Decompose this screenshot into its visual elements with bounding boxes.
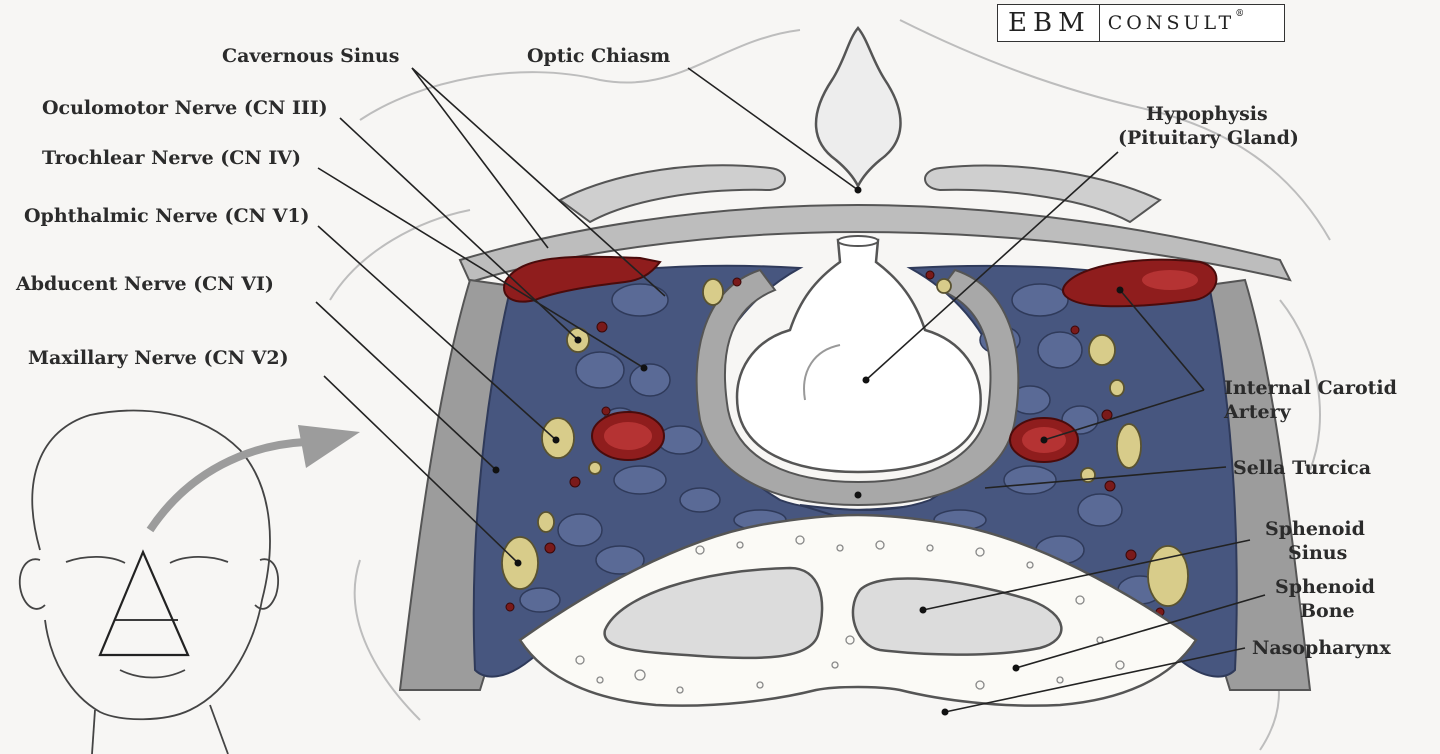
label-maxillary-nerve: Maxillary Nerve (CN V2) [28,347,289,369]
logo-registered-mark: ® [1235,9,1245,19]
right-sphenoid-sinus [851,577,1063,656]
label-sphenoid-bone-2: Bone [1300,600,1355,622]
leader-endpoints [492,186,1124,716]
pointer-arrow [146,425,360,533]
face-sketch [18,409,280,754]
labels: Cavernous Sinus Optic Chiasm Oculomotor … [15,45,1397,659]
label-ophthalmic-nerve: Ophthalmic Nerve (CN V1) [24,205,310,227]
leader-lines [315,67,1266,713]
label-sella-turcica: Sella Turcica [1233,457,1371,479]
dura-folds [458,164,1292,284]
logo-consult-text: CONSULT [1107,12,1236,34]
label-sphenoid-sinus-2: Sinus [1288,542,1347,564]
label-sphenoid-sinus-1: Sphenoid [1265,518,1365,540]
label-pituitary-gland: (Pituitary Gland) [1118,127,1299,149]
ebm-consult-logo: EBM CONSULT ® [997,4,1285,42]
label-artery: Artery [1223,401,1292,423]
cranial-nerves [501,278,1189,607]
label-sphenoid-bone-1: Sphenoid [1275,576,1375,598]
bone-pores [575,535,1125,694]
hypophysis-top [837,235,879,247]
label-optic-chiasm: Optic Chiasm [527,45,670,67]
hypophysis-fold [803,344,841,401]
label-cavernous-sinus: Cavernous Sinus [222,45,399,67]
logo-ebm-text: EBM [998,5,1100,41]
label-hypophysis: Hypophysis [1146,103,1268,125]
optic-chiasm-shape [814,26,902,189]
small-vessels [505,270,1165,617]
left-sphenoid-sinus [603,566,824,660]
hypophysis [735,238,982,474]
sella-turcica [695,268,1020,507]
label-trochlear-nerve: Trochlear Nerve (CN IV) [42,147,301,169]
label-oculomotor-nerve: Oculomotor Nerve (CN III) [42,97,328,119]
label-nasopharynx: Nasopharynx [1252,637,1391,659]
nose-triangle [98,549,190,657]
label-abducent-nerve: Abducent Nerve (CN VI) [15,273,274,295]
label-internal-carotid: Internal Carotid [1224,377,1397,399]
